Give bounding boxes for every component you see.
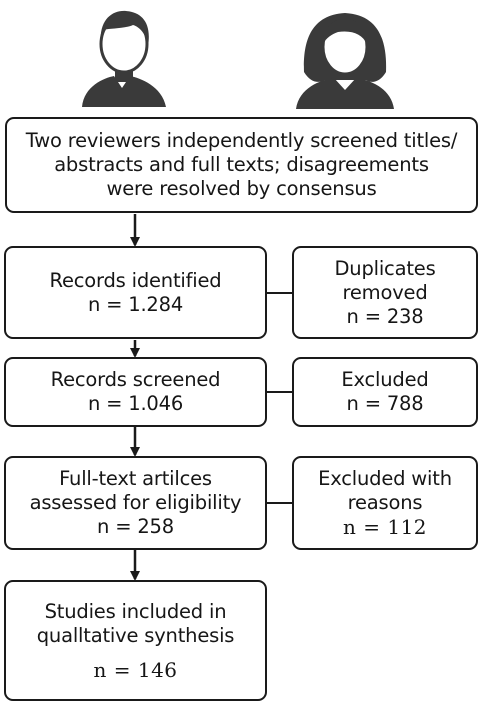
- excluded-reasons-count: n = 112: [342, 515, 428, 539]
- fulltext-assessed-box: Full-text artilces assessed for eligibil…: [4, 456, 267, 550]
- included-line-1: Studies included in: [44, 599, 227, 623]
- included-count: n = 146: [93, 657, 178, 682]
- woman-avatar-icon: [296, 13, 394, 109]
- records-screened-count: n = 1.046: [87, 392, 184, 415]
- duplicates-line-1: Duplicates: [334, 256, 436, 280]
- records-screened-label: Records screened: [50, 368, 221, 391]
- excluded-count: n = 788: [346, 392, 424, 415]
- excluded-box: Excluded n = 788: [292, 357, 478, 427]
- studies-included-box: Studies included in qualltative synthesi…: [4, 580, 267, 701]
- included-line-2: qualltative synthesis: [36, 623, 235, 647]
- excluded-reasons-box: Excluded with reasons n = 112: [292, 456, 478, 550]
- duplicates-removed-box: Duplicates removed n = 238: [292, 246, 478, 339]
- records-identified-count: n = 1.284: [87, 292, 184, 316]
- fulltext-line-1: Full-text artilces: [59, 467, 212, 490]
- duplicates-count: n = 238: [346, 304, 424, 328]
- intro-line-2: abstracts and full texts; disagreements: [54, 153, 429, 176]
- excluded-reasons-line-2: reasons: [347, 491, 423, 514]
- excluded-reasons-line-1: Excluded with: [318, 467, 452, 490]
- fulltext-count: n = 258: [97, 515, 174, 538]
- duplicates-line-2: removed: [342, 280, 428, 304]
- fulltext-line-2: assessed for eligibility: [29, 491, 242, 514]
- intro-line-1: Two reviewers independently screened tit…: [25, 129, 458, 152]
- intro-box: Two reviewers independently screened tit…: [5, 117, 478, 213]
- records-identified-label: Records identified: [49, 268, 222, 292]
- records-screened-box: Records screened n = 1.046: [4, 357, 267, 427]
- excluded-label: Excluded: [341, 368, 429, 391]
- man-avatar-icon: [82, 10, 166, 107]
- records-identified-box: Records identified n = 1.284: [4, 246, 267, 339]
- intro-line-3: were resolved by consensus: [106, 177, 377, 200]
